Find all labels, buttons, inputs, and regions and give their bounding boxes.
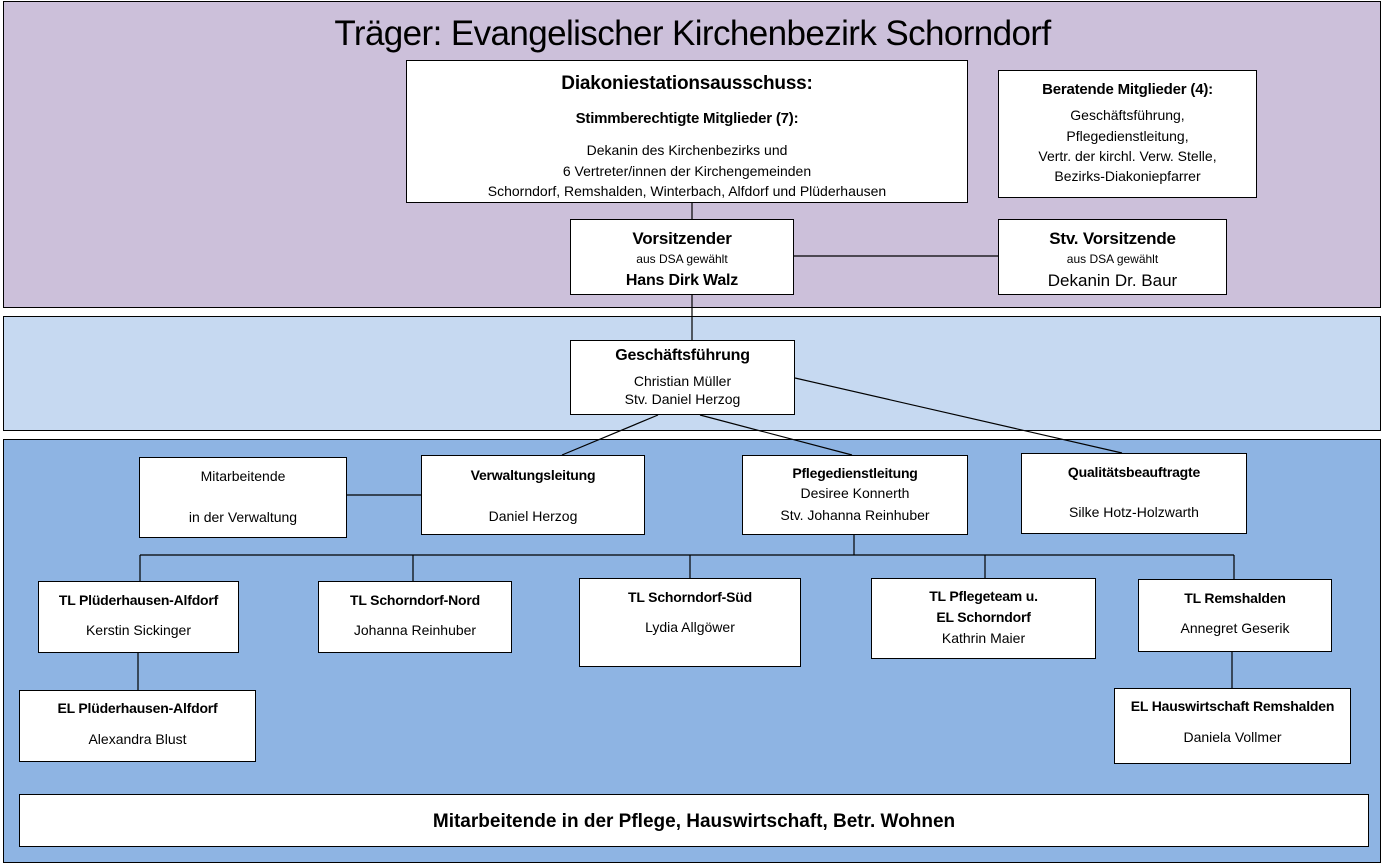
- dsa-line-1: Dekanin des Kirchenbezirks und: [586, 142, 788, 158]
- chair-note: aus DSA gewählt: [636, 252, 728, 266]
- care-lead-box: Pflegedienstleitung Desiree Konnerth Stv…: [742, 455, 968, 535]
- vice-chair-box: Stv. Vorsitzende aus DSA gewählt Dekanin…: [998, 219, 1227, 295]
- advisory-line-4: Bezirks-Diakoniepfarrer: [1054, 168, 1201, 184]
- dsa-subtitle: Stimmberechtigte Mitglieder (7):: [575, 110, 799, 127]
- management-line-1: Christian Müller: [633, 373, 732, 389]
- vice-chair-note: aus DSA gewählt: [1066, 252, 1159, 266]
- advisory-box: Beratende Mitglieder (4): Geschäftsführu…: [998, 70, 1257, 198]
- admin-lead-box: Verwaltungsleitung Daniel Herzog: [421, 455, 645, 535]
- el-remshalden-name: Daniela Vollmer: [1183, 729, 1282, 745]
- team-box-schorndorf-nord: TL Schorndorf-Nord Johanna Reinhuber: [318, 581, 512, 653]
- team-title-line-2: EL Schorndorf: [936, 609, 1031, 625]
- quality-box: Qualitätsbeauftragte Silke Hotz-Holzwart…: [1021, 453, 1247, 534]
- team-title: TL Remshalden: [1184, 590, 1286, 606]
- advisory-title: Beratende Mitglieder (4):: [1042, 81, 1213, 98]
- team-title: TL Schorndorf-Nord: [350, 592, 480, 608]
- el-pluederhausen-title: EL Plüderhausen-Alfdorf: [57, 700, 218, 716]
- care-lead-line-1: Desiree Konnerth: [800, 485, 910, 501]
- team-name: Kathrin Maier: [941, 630, 1026, 646]
- team-box-pflegeteam: TL Pflegeteam u. EL Schorndorf Kathrin M…: [871, 578, 1096, 659]
- management-box: Geschäftsführung Christian Müller Stv. D…: [570, 340, 795, 415]
- el-remshalden-box: EL Hauswirtschaft Remshalden Daniela Vol…: [1114, 688, 1351, 764]
- quality-name: Silke Hotz-Holzwarth: [1069, 504, 1199, 520]
- dsa-line-2: 6 Vertreter/innen der Kirchengemeinden: [562, 163, 812, 179]
- advisory-line-3: Vertr. der kirchl. Verw. Stelle,: [1038, 148, 1217, 164]
- dsa-title: Diakoniestationsausschuss:: [561, 73, 813, 94]
- team-title-line-1: TL Pflegeteam u.: [929, 588, 1038, 604]
- admin-staff-line-2: in der Verwaltung: [188, 509, 298, 525]
- admin-staff-line-1: Mitarbeitende: [200, 468, 286, 484]
- el-pluederhausen-name: Alexandra Blust: [88, 731, 187, 747]
- chair-box: Vorsitzender aus DSA gewählt Hans Dirk W…: [570, 219, 794, 295]
- page-title: Träger: Evangelischer Kirchenbezirk Scho…: [334, 14, 1051, 53]
- dsa-box: Diakoniestationsausschuss: Stimmberechti…: [406, 60, 968, 203]
- team-name: Lydia Allgöwer: [645, 619, 735, 635]
- vice-chair-name: Dekanin Dr. Baur: [1047, 271, 1178, 290]
- chair-name: Hans Dirk Walz: [625, 272, 739, 289]
- advisory-line-1: Geschäftsführung,: [1070, 107, 1185, 123]
- team-name: Annegret Geserik: [1180, 620, 1290, 636]
- team-title: TL Plüderhausen-Alfdorf: [58, 592, 219, 608]
- management-title: Geschäftsführung: [615, 347, 750, 364]
- vice-chair-title: Stv. Vorsitzende: [1049, 229, 1176, 248]
- team-box-pluederhausen: TL Plüderhausen-Alfdorf Kerstin Sickinge…: [38, 581, 239, 653]
- advisory-line-2: Pflegedienstleitung,: [1066, 128, 1189, 144]
- care-lead-title: Pflegedienstleitung: [792, 465, 918, 481]
- quality-title: Qualitätsbeauftragte: [1067, 464, 1201, 480]
- team-box-schorndorf-sued: TL Schorndorf-Süd Lydia Allgöwer: [579, 578, 801, 667]
- management-line-2: Stv. Daniel Herzog: [624, 391, 741, 407]
- el-remshalden-title: EL Hauswirtschaft Remshalden: [1130, 698, 1335, 714]
- staff-footer-box: Mitarbeitende in der Pflege, Hauswirtsch…: [19, 794, 1369, 847]
- dsa-line-3: Schorndorf, Remshalden, Winterbach, Alfd…: [487, 183, 887, 199]
- team-name: Johanna Reinhuber: [353, 622, 477, 638]
- team-name: Kerstin Sickinger: [85, 622, 192, 638]
- care-lead-line-2: Stv. Johanna Reinhuber: [780, 507, 930, 523]
- admin-lead-name: Daniel Herzog: [488, 508, 578, 524]
- chair-title: Vorsitzender: [632, 229, 732, 248]
- team-box-remshalden: TL Remshalden Annegret Geserik: [1138, 579, 1332, 652]
- team-title: TL Schorndorf-Süd: [628, 589, 752, 605]
- staff-footer-label: Mitarbeitende in der Pflege, Hauswirtsch…: [432, 811, 956, 832]
- admin-staff-box: Mitarbeitende in der Verwaltung: [139, 457, 347, 538]
- admin-lead-title: Verwaltungsleitung: [470, 467, 596, 483]
- el-pluederhausen-box: EL Plüderhausen-Alfdorf Alexandra Blust: [19, 690, 256, 762]
